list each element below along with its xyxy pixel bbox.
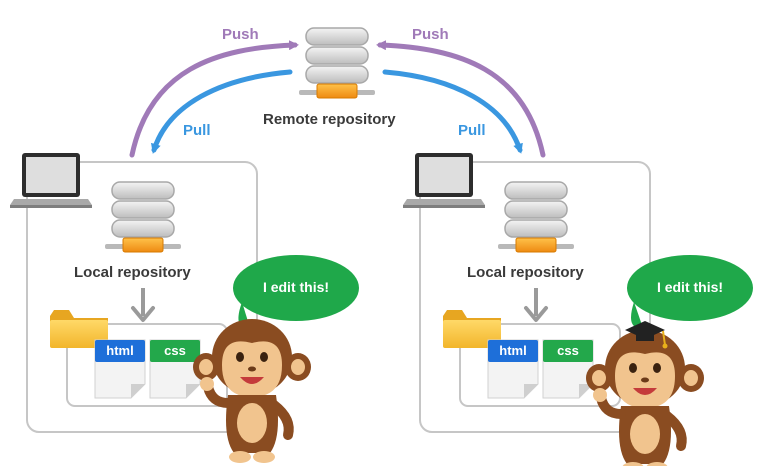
pull-label-left: Pull	[183, 122, 211, 139]
left-laptop-icon	[10, 153, 92, 208]
left-css-label: css	[164, 343, 186, 358]
remote-repository-server-icon	[298, 27, 376, 99]
push-arrow-left	[129, 40, 299, 158]
graduation-cap-icon	[625, 321, 668, 349]
right-local-repository-label: Local repository	[467, 264, 584, 281]
left-css-tag	[150, 340, 200, 362]
left-local-repository-label: Local repository	[74, 264, 191, 281]
left-bubble-text: I edit this!	[262, 279, 330, 295]
pull-arrow-left	[151, 69, 293, 154]
left-speech-bubble	[233, 255, 359, 321]
right-speech-bubble	[627, 255, 753, 321]
right-laptop-icon	[403, 153, 485, 208]
remote-repository-label: Remote repository	[263, 111, 396, 128]
push-label-right: Push	[412, 26, 449, 43]
right-css-label: css	[557, 343, 579, 358]
right-bubble-text: I edit this!	[656, 279, 724, 295]
right-down-arrow-head	[524, 306, 548, 322]
left-html-tag	[95, 340, 145, 362]
right-html-label: html	[499, 343, 527, 358]
right-bubble-tail	[631, 302, 643, 329]
push-label-left: Push	[222, 26, 259, 43]
push-arrow-right	[376, 40, 546, 158]
right-html-tag	[488, 340, 538, 362]
right-css-tag	[543, 340, 593, 362]
left-html-label: html	[106, 343, 134, 358]
pull-arrow-right	[382, 69, 523, 154]
left-down-arrow-head	[131, 306, 155, 322]
pull-label-right: Pull	[458, 122, 486, 139]
